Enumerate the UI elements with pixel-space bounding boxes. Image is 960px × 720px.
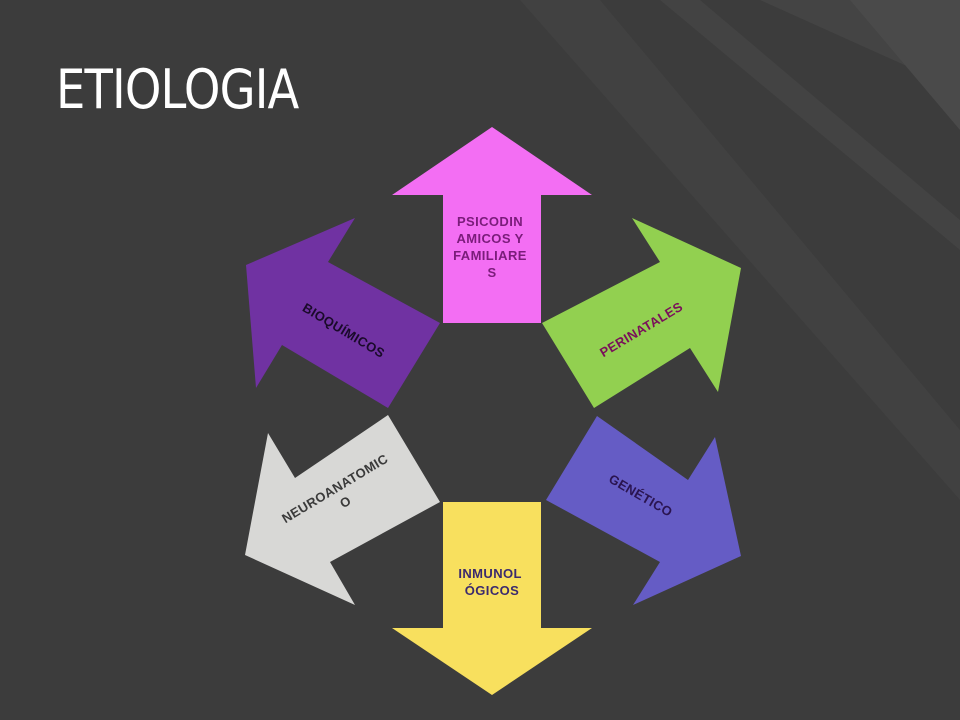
label-psicodinamicos: PSICODIN AMICOS Y FAMILIARE S <box>453 214 531 280</box>
arrow-perinatales: PERINATALES <box>542 218 741 408</box>
label-line: PSICODIN <box>457 214 523 229</box>
label-line: FAMILIARE <box>453 248 527 263</box>
arrow-shape-inmunologicos <box>392 502 592 695</box>
arrow-psicodinamicos: PSICODIN AMICOS Y FAMILIARE S <box>392 127 592 323</box>
label-line: AMICOS Y <box>456 231 523 246</box>
slide-title: ETIOLOGIA <box>56 58 299 121</box>
arrow-shape-psicodinamicos <box>392 127 592 323</box>
arrow-shape-perinatales <box>542 218 741 408</box>
arrow-genetico: GENÉTICO <box>546 416 741 605</box>
arrow-neuroanatomico: NEUROANATOMIC O <box>245 415 440 605</box>
arrow-shape-genetico <box>546 416 741 605</box>
arrow-inmunologicos: INMUNOL ÓGICOS <box>392 502 592 695</box>
arrow-shape-neuroanatomico <box>245 415 440 605</box>
label-line: S <box>487 265 496 280</box>
arrow-bioquimicos: BIOQUÍMICOS <box>246 218 440 408</box>
label-line: ÓGICOS <box>465 583 519 598</box>
arrow-shape-bioquimicos <box>246 218 440 408</box>
label-line: INMUNOL <box>458 566 521 581</box>
label-inmunologicos: INMUNOL ÓGICOS <box>458 566 525 598</box>
